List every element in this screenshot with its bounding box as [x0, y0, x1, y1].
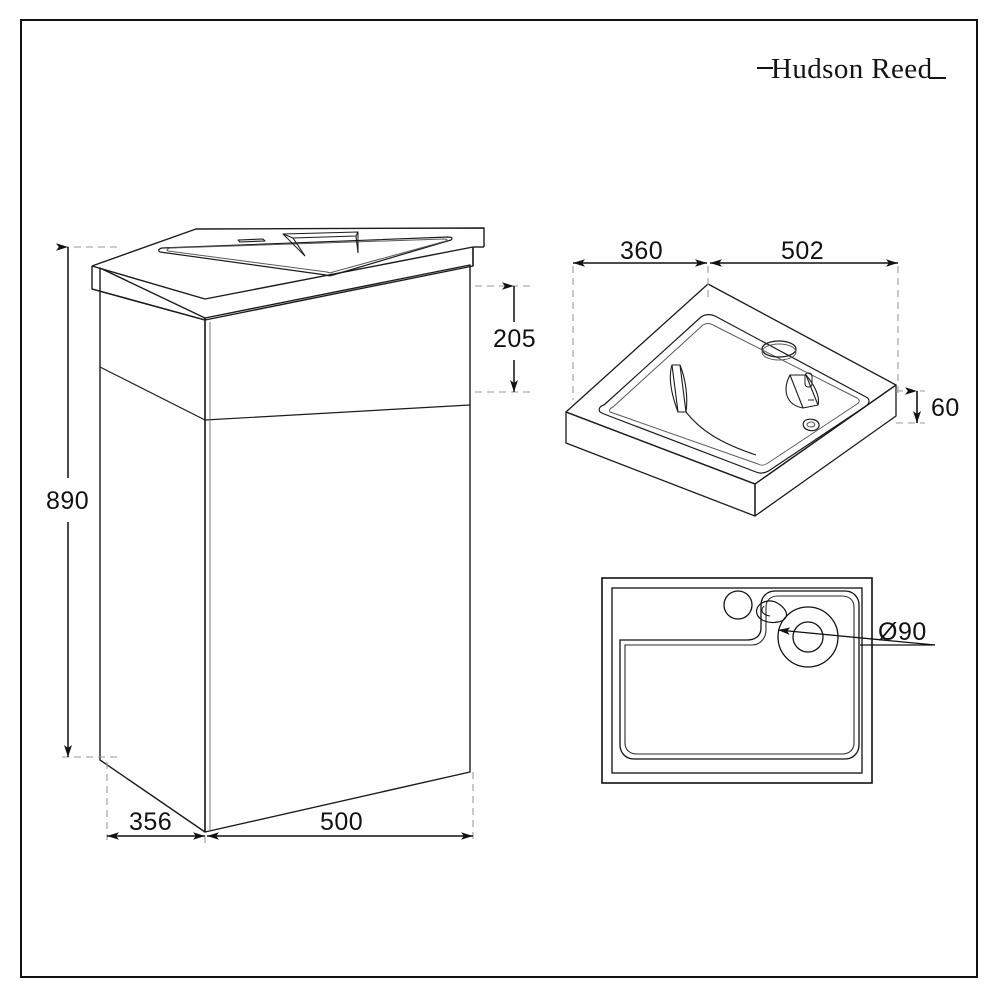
- dim-label-500: 500: [320, 808, 364, 836]
- dim-label-356: 356: [129, 808, 173, 836]
- dim-label-waste-diameter: Ø90: [878, 618, 927, 646]
- dim-label-890: 890: [46, 487, 90, 515]
- logo-left-bar: [757, 67, 773, 69]
- dim-label-205: 205: [493, 325, 537, 353]
- logo-word-one: Hudson: [771, 52, 864, 85]
- logo-right-bar: [929, 77, 947, 79]
- dim-label-502: 502: [781, 237, 825, 265]
- dim-label-60: 60: [931, 394, 960, 422]
- brand-logo: Hudson Reed: [757, 48, 957, 90]
- sheet-border: [20, 19, 978, 978]
- dim-label-360: 360: [620, 237, 664, 265]
- logo-word-two: Reed: [871, 52, 933, 85]
